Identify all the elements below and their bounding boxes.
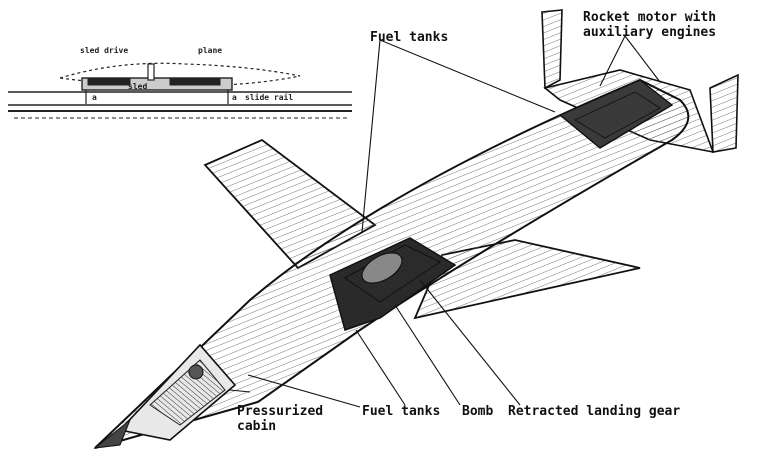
aircraft-drawing bbox=[93, 9, 739, 449]
pressurized-cabin-label-line1: Pressurized bbox=[237, 404, 324, 419]
sled-inset-drawing bbox=[8, 62, 352, 119]
bomb-label: Bomb bbox=[462, 404, 494, 419]
marker-a-left: a bbox=[92, 93, 97, 102]
fuel-tanks-top-label: Fuel tanks bbox=[370, 30, 449, 45]
sled-label: sled bbox=[128, 82, 148, 91]
tail-fin-left bbox=[541, 9, 563, 90]
rocket-motor-label-line1: Rocket motor with bbox=[583, 10, 717, 25]
tail-fin-right bbox=[709, 73, 739, 153]
fuel-tanks-bottom-label: Fuel tanks bbox=[362, 404, 441, 419]
rocket-motor-label-line2: auxiliary engines bbox=[583, 25, 717, 40]
plane-label: plane bbox=[198, 46, 223, 55]
landing-gear-label: Retracted landing gear bbox=[508, 404, 681, 419]
sled-drive-label: sled drive bbox=[80, 46, 129, 55]
marker-a-right: a bbox=[232, 93, 237, 102]
pressurized-cabin-label-line2: cabin bbox=[237, 419, 277, 434]
leader-lines bbox=[229, 35, 661, 408]
slide-rail-label: slide rail bbox=[245, 93, 294, 102]
